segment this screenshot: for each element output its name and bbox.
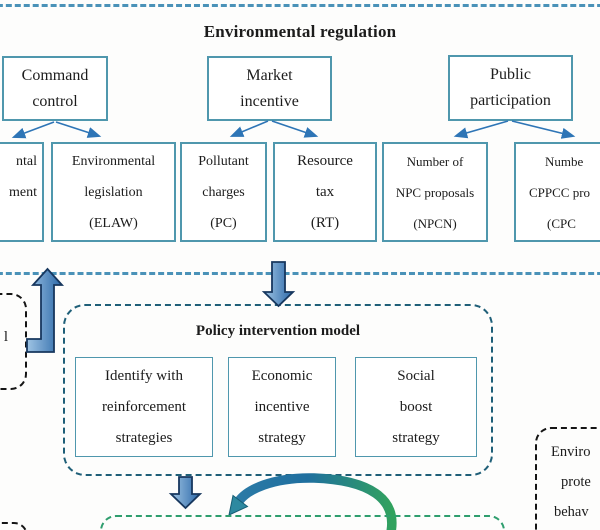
- box-label-line: NPC proposals: [395, 184, 475, 200]
- box-reinforcement-strategy: Identify with reinforcement strategies: [75, 357, 213, 457]
- box-label-line: behav: [554, 504, 589, 520]
- box-label-line: prote: [561, 474, 591, 490]
- box-clipped-bottom-left: [0, 522, 28, 530]
- box-label-line: strategy: [392, 429, 440, 446]
- box-clipped-left-indicator: ntal ment: [0, 142, 44, 242]
- box-label-line: Numbe: [545, 153, 584, 169]
- box-label-line: (NPCN): [413, 215, 457, 231]
- box-social-boost-strategy: Social boost strategy: [355, 357, 477, 457]
- box-label-line: Number of: [406, 153, 464, 169]
- box-environmental-protection-behavior: Enviro prote behav: [535, 427, 600, 530]
- box-label-line: strategy: [258, 429, 306, 446]
- box-market-incentive: Market incentive: [207, 56, 332, 121]
- thick-up-arrow-icon: [26, 267, 65, 353]
- box-label-line: boost: [399, 398, 433, 415]
- box-label-line: Identify with: [105, 367, 183, 384]
- policy-model-title: Policy intervention model: [195, 323, 361, 339]
- box-resource-tax: Resource tax (RT): [273, 142, 377, 242]
- box-label-line: legislation: [84, 184, 143, 200]
- box-label-line: control: [32, 92, 78, 110]
- thick-down-arrow-bottom-icon: [168, 476, 203, 510]
- box-label-line: tax: [315, 183, 335, 200]
- box-label-line: Environmental: [71, 153, 156, 169]
- box-label-line: (RT): [310, 214, 340, 231]
- box-label-line: Pollutant: [198, 153, 249, 169]
- box-npc-proposals: Number of NPC proposals (NPCN): [382, 142, 488, 242]
- box-label-line: Market: [246, 66, 293, 84]
- box-pollutant-charges: Pollutant charges (PC): [180, 142, 267, 242]
- box-label-line: ment: [9, 184, 37, 200]
- box-label-line: (CPC: [547, 215, 576, 231]
- figure-title: Environmental regulation: [203, 22, 397, 41]
- box-label-line: ntal: [16, 153, 37, 169]
- environmental-regulation-container: [0, 4, 600, 275]
- box-label-line: (PC): [210, 215, 237, 231]
- box-label-line: Command: [21, 66, 89, 84]
- box-clipped-bottom-green: [100, 515, 505, 530]
- cycle-arrow-head-icon: [228, 494, 249, 516]
- box-label-line: participation: [470, 92, 551, 109]
- box-label-line: Economic: [251, 367, 313, 384]
- box-clipped-right-cppcc: Numbe CPPCC pro (CPC: [514, 142, 600, 242]
- box-command-control: Command control: [2, 56, 108, 121]
- box-economic-incentive-strategy: Economic incentive strategy: [228, 357, 336, 457]
- box-label-fragment: l: [3, 329, 8, 345]
- box-label-line: CPPCC pro: [529, 184, 591, 200]
- box-label-line: charges: [202, 184, 245, 200]
- box-label-line: reinforcement: [101, 398, 187, 415]
- box-label-line: incentive: [240, 92, 299, 110]
- box-clipped-left-model: l: [0, 293, 27, 390]
- box-public-participation: Public participation: [448, 55, 573, 121]
- box-environmental-legislation: Environmental legislation (ELAW): [51, 142, 176, 242]
- box-label-line: Resource: [297, 152, 353, 169]
- box-label-line: Enviro: [551, 444, 591, 460]
- box-label-line: incentive: [254, 398, 310, 415]
- box-label-line: Public: [490, 66, 531, 83]
- box-label-line: Social: [397, 367, 435, 384]
- box-label-line: (ELAW): [89, 215, 138, 231]
- box-label-line: strategies: [115, 429, 173, 446]
